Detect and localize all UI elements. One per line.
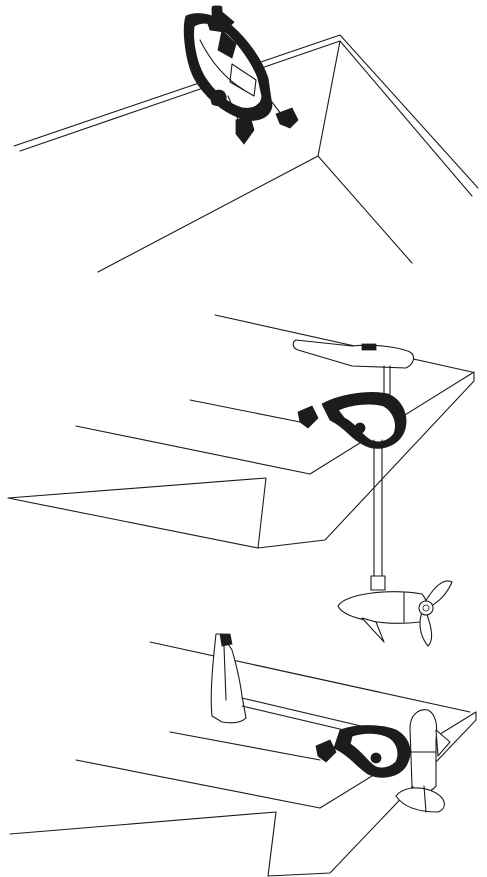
trolling-motor-up-icon [210, 633, 451, 813]
panel-clamp-on-transom [13, 5, 479, 273]
panel-motor-lowered [7, 314, 475, 647]
motor-clamp-icon [183, 5, 299, 145]
trolling-motor-down-icon [292, 339, 453, 647]
boat-hull-side [7, 314, 475, 549]
panel-motor-tilted-up [9, 633, 477, 877]
boat-hull-corner [13, 34, 479, 273]
